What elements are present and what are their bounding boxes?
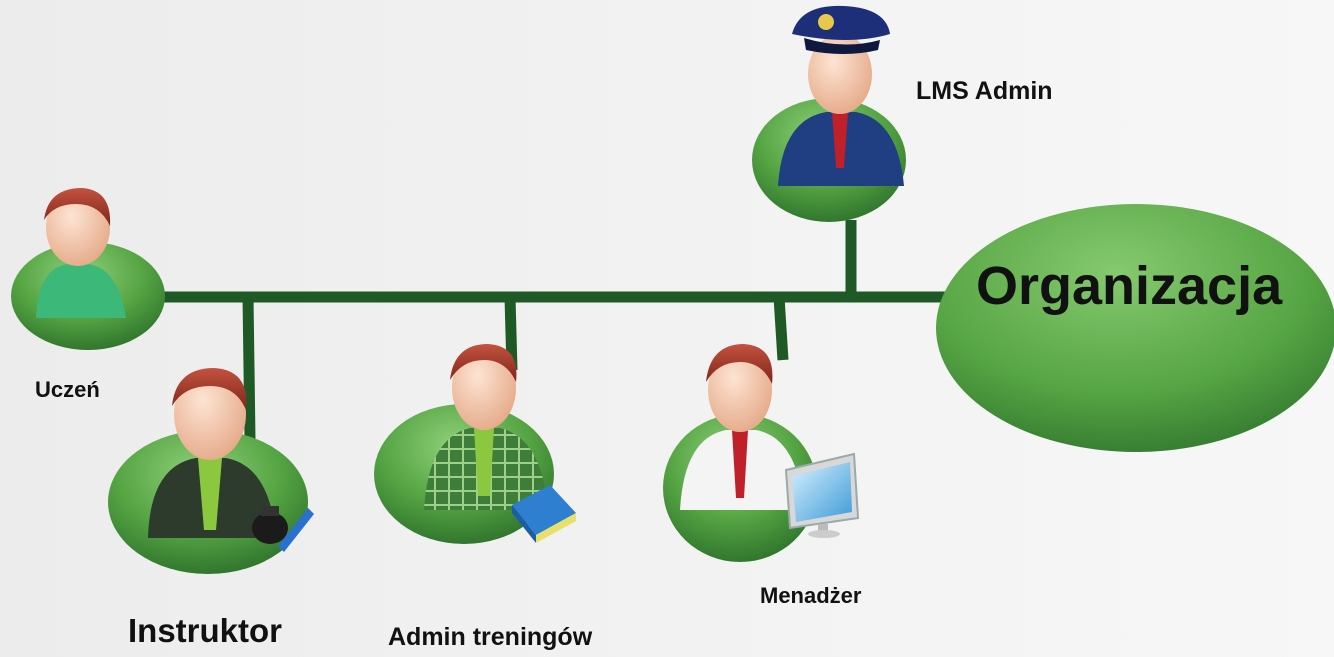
person-icon [680,344,804,510]
monitor-icon [784,452,860,538]
person-icon [36,188,126,318]
books-icon [512,485,576,543]
police-cap-icon [792,5,890,54]
role-node-uczen [11,188,165,350]
role-node-lms-admin [752,5,906,222]
role-node-menadzer [663,344,860,562]
connector-lines [150,220,950,441]
person-icon [424,344,548,510]
connector-instruktor [242,296,256,441]
organization-node [936,204,1334,452]
label-menadzer: Menadżer [760,583,862,608]
person-icon [148,368,276,538]
person-icon [778,34,904,186]
label-uczen: Uczeń [35,377,100,402]
role-node-admin-treningow [374,344,576,544]
label-admin-treningow: Admin treningów [388,623,593,651]
connector-menadzer [773,296,789,361]
role-node-instruktor [108,368,314,574]
label-lms-admin: LMS Admin [916,77,1053,105]
inkpot-pen-icon [252,506,314,552]
label-organizacja: Organizacja [976,256,1283,316]
label-instruktor: Instruktor [128,612,283,649]
